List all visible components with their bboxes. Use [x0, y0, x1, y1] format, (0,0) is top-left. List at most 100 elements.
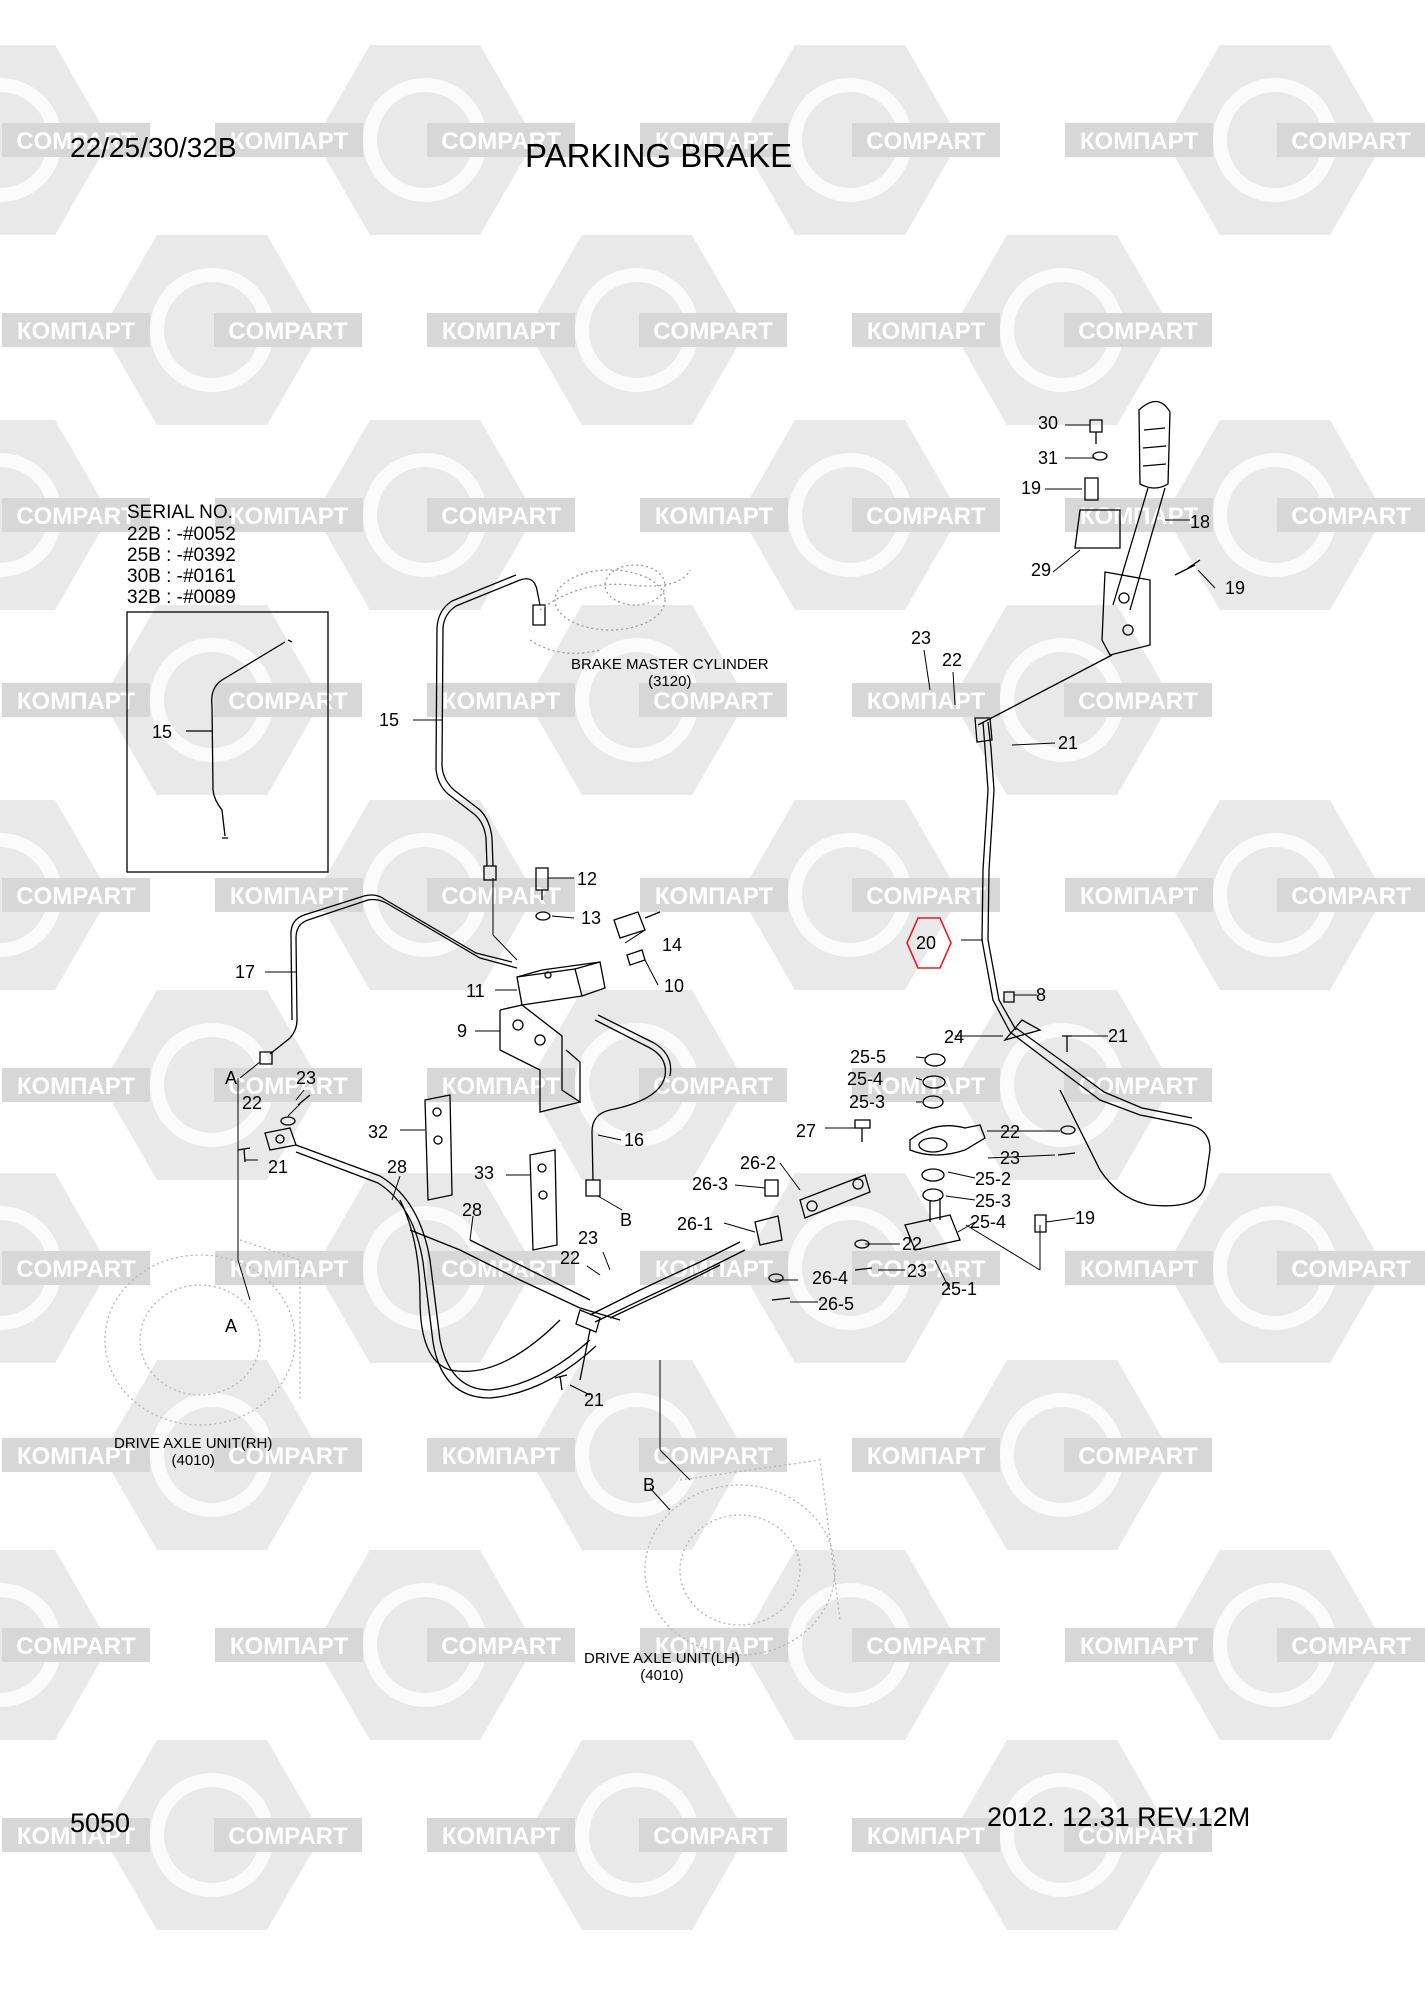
- watermark-word: КОМПАРТ: [442, 318, 561, 345]
- watermark-banner: [1277, 123, 1425, 157]
- watermark-word: КОМПАРТ: [17, 318, 136, 345]
- callout-9: 9: [457, 1021, 468, 1041]
- watermark-banner: [215, 123, 363, 157]
- watermark-word: КОМПАРТ: [655, 1256, 774, 1283]
- watermark-word: COMPART: [653, 318, 773, 345]
- watermark-banner: [2, 313, 150, 347]
- watermark-banner: [2, 1068, 150, 1102]
- reference-name: DRIVE AXLE UNIT(LH): [584, 1650, 740, 1667]
- watermark-logo-hexagon: [315, 1173, 535, 1363]
- watermark-logo-hexagon: [1165, 800, 1385, 990]
- watermark-banner: [215, 1628, 363, 1662]
- watermark-banner: [427, 1068, 575, 1102]
- watermark-word: COMPART: [16, 883, 136, 910]
- callout-10: 10: [664, 976, 685, 996]
- callout-21: 21: [584, 1390, 605, 1410]
- callout-25-4: 25-4: [847, 1069, 884, 1089]
- drive-axle-ghosts: [104, 1239, 841, 1656]
- watermark-word: COMPART: [866, 1633, 986, 1660]
- page-title: PARKING BRAKE: [525, 137, 793, 174]
- watermark-word: COMPART: [1078, 318, 1198, 345]
- reference-name: DRIVE AXLE UNIT(RH): [114, 1435, 273, 1452]
- watermark-banner: [2, 498, 150, 532]
- brake-pipe-16: [585, 1014, 672, 1197]
- watermark-banner: [1065, 498, 1213, 532]
- bracket-9: [499, 1004, 581, 1113]
- watermark-banner: [214, 1818, 362, 1852]
- watermark-word: COMPART: [653, 1823, 773, 1850]
- watermark-word: КОМПАРТ: [1080, 883, 1199, 910]
- callout-25-3: 25-3: [849, 1092, 886, 1112]
- master-cylinder-reference: BRAKE MASTER CYLINDER (3120): [571, 656, 769, 690]
- watermark-logo-hexagon: [952, 1740, 1172, 1930]
- watermark-logo-hexagon: [102, 1360, 322, 1550]
- watermark-word: COMPART: [228, 1443, 348, 1470]
- watermark-banner: [639, 1068, 787, 1102]
- callout-26-2: 26-2: [740, 1153, 777, 1173]
- watermark-banner: [639, 313, 787, 347]
- watermark-word: КОМПАРТ: [655, 503, 774, 530]
- watermark-banner: [852, 1251, 1000, 1285]
- watermark-word: КОМПАРТ: [230, 1633, 349, 1660]
- callout-15: 15: [379, 710, 400, 730]
- watermark-logo-hexagon: [1165, 45, 1385, 235]
- watermark-word: COMPART: [228, 318, 348, 345]
- watermark-word: КОМПАРТ: [230, 883, 349, 910]
- reference-code: (4010): [640, 1667, 684, 1684]
- watermark-logo-hexagon: [315, 800, 535, 990]
- callout-28: 28: [387, 1157, 408, 1177]
- watermark-word: КОМПАРТ: [867, 688, 986, 715]
- watermark-banner: [214, 1068, 362, 1102]
- watermark-word: COMPART: [1078, 1443, 1198, 1470]
- watermark-logo-hexagon: [740, 1173, 960, 1363]
- watermark-banner: [2, 878, 150, 912]
- watermark-word: КОМПАРТ: [1080, 1256, 1199, 1283]
- watermark-banner: [2, 683, 150, 717]
- watermark-banner: [215, 878, 363, 912]
- callout-22: 22: [902, 1234, 923, 1254]
- watermark-word: COMPART: [1078, 688, 1198, 715]
- callout-13: 13: [581, 908, 602, 928]
- watermark-tile: КОМПАРТ COMPART: [2, 235, 362, 425]
- parking-lever-assembly: [1074, 400, 1201, 656]
- watermark-word: КОМПАРТ: [867, 318, 986, 345]
- watermark-word: COMPART: [653, 1073, 773, 1100]
- callout-25-3: 25-3: [975, 1191, 1012, 1211]
- watermark-tile: КОМПАРТ COMPART: [852, 605, 1212, 795]
- watermark-banner: [852, 313, 1000, 347]
- distributor-block-11: [516, 961, 606, 1006]
- serial-inset-box: [126, 611, 329, 873]
- plate-33: [529, 1149, 558, 1251]
- watermark-tile: КОМПАРТ COMPART: [640, 1550, 1000, 1740]
- watermark-logo-hexagon: [315, 45, 535, 235]
- watermark-word: КОМПАРТ: [17, 1073, 136, 1100]
- callout-22: 22: [560, 1248, 581, 1268]
- watermark-banner: [427, 683, 575, 717]
- callout-29: 29: [1031, 560, 1052, 580]
- callout-25-2: 25-2: [975, 1169, 1012, 1189]
- master-cylinder-ghost: [529, 564, 691, 654]
- callout-25-5: 25-5: [850, 1047, 887, 1067]
- watermark-banner: [214, 683, 362, 717]
- watermark-word: COMPART: [228, 1073, 348, 1100]
- watermark-logo-hexagon: [740, 800, 960, 990]
- watermark-word: COMPART: [866, 128, 986, 155]
- watermark-word: КОМПАРТ: [655, 1633, 774, 1660]
- serial-line: 32B : -#0089: [127, 587, 236, 608]
- equalizer-linkage: [754, 1053, 986, 1301]
- watermark-banner: [1065, 123, 1213, 157]
- callout-27: 27: [796, 1121, 817, 1141]
- watermark-word: КОМПАРТ: [867, 1823, 986, 1850]
